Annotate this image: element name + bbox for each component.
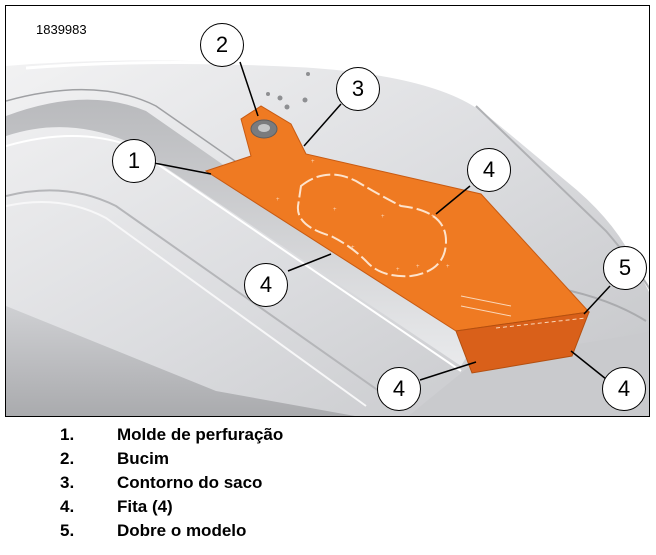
legend-number: 2.: [60, 449, 75, 468]
tank-lower-right: [408, 331, 649, 416]
svg-text:+: +: [311, 159, 315, 165]
callout-4-bottom-right: 4: [602, 367, 646, 411]
callout-4-upper: 4: [467, 148, 511, 192]
callout-4-bottom-left: 4: [377, 367, 421, 411]
callout-5: 5: [603, 246, 647, 290]
svg-text:+: +: [416, 264, 420, 270]
tank-illustration: + + + + + + + + + +: [6, 60, 649, 416]
figure-id: 1839983: [36, 22, 87, 37]
template-cutout: [296, 173, 448, 278]
svg-text:+: +: [431, 214, 435, 220]
svg-text:+: +: [381, 214, 385, 220]
legend-label: Molde de perfuração: [117, 425, 284, 444]
legend-number: 3.: [60, 473, 75, 492]
svg-text:+: +: [276, 197, 280, 203]
svg-text:+: +: [333, 207, 337, 213]
svg-text:+: +: [396, 267, 400, 273]
legend-label: Dobre o modelo: [117, 521, 247, 540]
tank-side: [6, 306, 355, 416]
legend-number: 1.: [60, 425, 75, 444]
legend-label: Contorno do saco: [117, 473, 263, 492]
svg-text:+: +: [351, 245, 355, 251]
svg-text:+: +: [284, 292, 288, 298]
legend-number: 4.: [60, 497, 75, 516]
legend-label: Bucim: [117, 449, 169, 468]
callout-3: 3: [336, 67, 380, 111]
groove-channel: [6, 99, 476, 367]
callout-4-left: 4: [244, 263, 288, 307]
callout-1: 1: [112, 139, 156, 183]
callout-2: 2: [200, 23, 244, 67]
legend-number: 5.: [60, 521, 75, 540]
svg-text:+: +: [446, 264, 450, 270]
legend-label: Fita (4): [117, 497, 173, 516]
template-fold: [455, 311, 590, 374]
diagram-figure: + + + + + + + + + + 1839983 2: [5, 5, 650, 417]
